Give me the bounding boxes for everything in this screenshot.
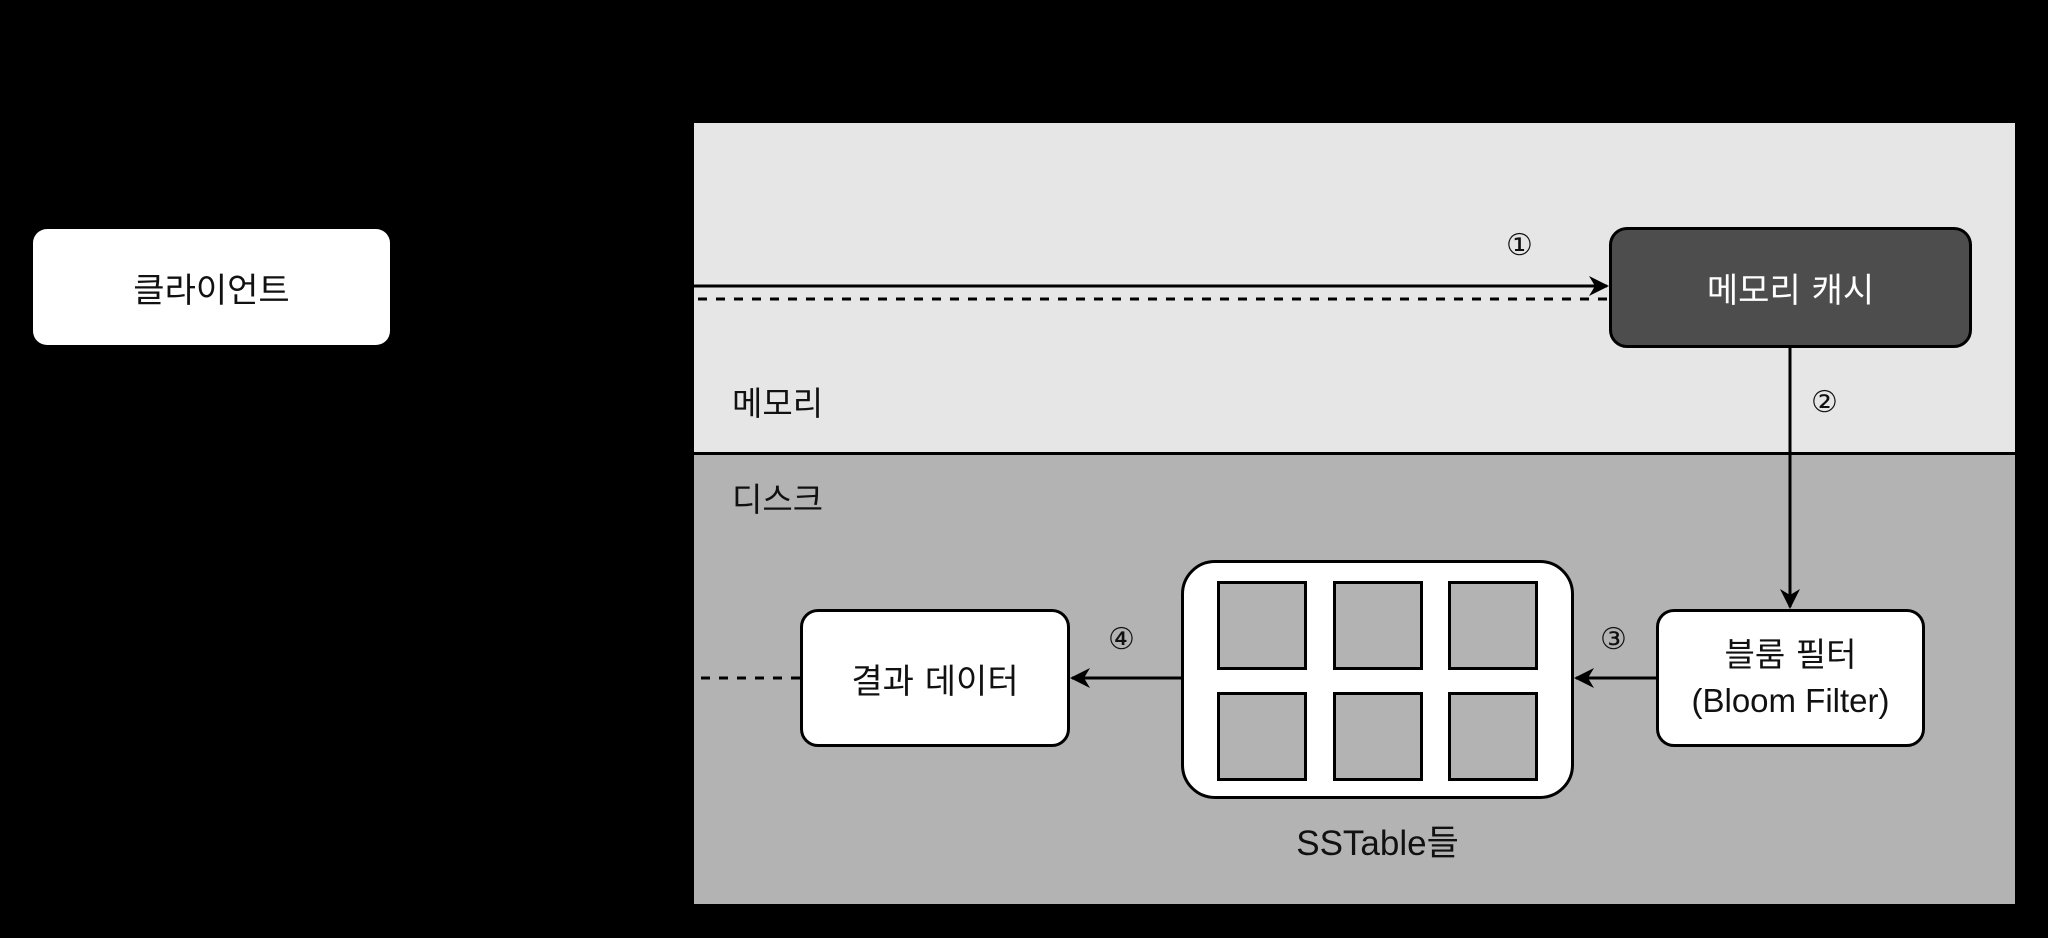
client-label: 클라이언트 — [133, 270, 290, 311]
sstables-node — [1181, 560, 1574, 799]
sstable-cell — [1448, 692, 1538, 781]
sstable-cell — [1333, 581, 1423, 670]
memory-cache-label: 메모리 캐시 — [1706, 271, 1875, 311]
result-data-node: 결과 데이터 — [800, 609, 1070, 747]
sstable-cell — [1217, 581, 1307, 670]
client-node: 클라이언트 — [33, 229, 390, 345]
sstable-cell — [1448, 581, 1538, 670]
step-3-marker: ③ — [1600, 622, 1627, 657]
memory-zone-label: 메모리 — [732, 384, 824, 423]
memory-cache-node: 메모리 캐시 — [1609, 227, 1972, 348]
result-data-label: 결과 데이터 — [851, 661, 1019, 702]
sstable-cell — [1333, 692, 1423, 781]
sstables-label: SSTable들 — [1296, 824, 1459, 863]
step-2-marker: ② — [1811, 385, 1838, 420]
step-4-marker: ④ — [1108, 622, 1135, 657]
disk-zone-label: 디스크 — [732, 480, 824, 519]
sstable-cell — [1217, 692, 1307, 781]
bloom-filter-label-ko: 블룸 필터 — [1724, 635, 1857, 674]
step-1-marker: ① — [1506, 228, 1533, 263]
bloom-filter-node: 블룸 필터 (Bloom Filter) — [1656, 609, 1925, 747]
bloom-filter-label-en: (Bloom Filter) — [1691, 682, 1890, 719]
